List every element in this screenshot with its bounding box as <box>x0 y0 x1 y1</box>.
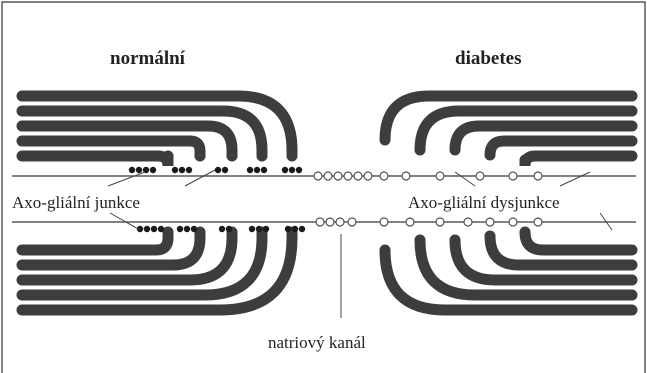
junction-dot-bottom-4-2 <box>256 226 262 232</box>
sodium-channel-bottom-3 <box>336 218 344 226</box>
junction-dot-top-1-1 <box>129 167 135 173</box>
junction-dot-bottom-2-2 <box>184 226 190 232</box>
sodium-channel-top-5 <box>354 172 362 180</box>
junction-dot-top-3-1 <box>215 167 221 173</box>
sodium-channel-bottom-7 <box>436 218 444 226</box>
myelin-lamella-right-lower-5 <box>525 232 632 250</box>
sodium-channel-bottom-10 <box>509 218 517 226</box>
junction-dot-top-2-3 <box>186 167 192 173</box>
myelin-lamella-left-lower-5 <box>22 232 168 250</box>
label-axo-glial-dysjunction: Axo-gliální dysjunkce <box>408 193 560 212</box>
heading-diabetes: diabetes <box>455 48 522 69</box>
junction-dot-top-5-1 <box>282 167 288 173</box>
junction-dot-bottom-1-3 <box>151 226 157 232</box>
sodium-channel-top-12 <box>534 172 542 180</box>
sodium-channel-top-1 <box>314 172 322 180</box>
sodium-channel-bottom-4 <box>348 218 356 226</box>
sodium-channel-top-10 <box>476 172 484 180</box>
sodium-channel-bottom-1 <box>316 218 324 226</box>
junction-dot-bottom-3-1 <box>219 226 225 232</box>
sodium-channel-top-8 <box>402 172 410 180</box>
junction-dot-bottom-3-2 <box>226 226 232 232</box>
sodium-channel-top-6 <box>364 172 372 180</box>
junction-dot-top-4-1 <box>247 167 253 173</box>
junction-dot-bottom-4-3 <box>263 226 269 232</box>
sodium-channel-bottom-6 <box>406 218 414 226</box>
pointer-left-junction-top <box>108 172 145 186</box>
junction-dot-top-5-2 <box>289 167 295 173</box>
sodium-channel-bottom-9 <box>486 218 494 226</box>
label-axo-glial-junction: Axo-gliální junkce <box>12 193 140 212</box>
sodium-channel-bottom-11 <box>534 218 542 226</box>
heading-normal: normální <box>110 48 186 69</box>
sodium-channel-bottom-2 <box>326 218 334 226</box>
sodium-channel-top-11 <box>509 172 517 180</box>
junction-dot-bottom-2-3 <box>191 226 197 232</box>
junction-dot-top-5-3 <box>296 167 302 173</box>
sodium-channel-top-3 <box>334 172 342 180</box>
junction-dot-top-4-3 <box>261 167 267 173</box>
junction-dot-bottom-5-1 <box>285 226 291 232</box>
junction-dot-bottom-1-2 <box>144 226 150 232</box>
sodium-channel-bottom-5 <box>380 218 388 226</box>
junction-dot-top-1-2 <box>136 167 142 173</box>
sodium-channel-top-4 <box>344 172 352 180</box>
junction-dot-top-4-2 <box>254 167 260 173</box>
pointer-right-junction-top <box>455 172 475 186</box>
label-sodium-channel: natriový kanál <box>268 333 366 352</box>
junction-dot-bottom-5-3 <box>299 226 305 232</box>
junction-dot-bottom-1-4 <box>158 226 164 232</box>
junction-dot-bottom-4-1 <box>249 226 255 232</box>
junction-dot-bottom-5-2 <box>292 226 298 232</box>
sodium-channel-bottom-8 <box>464 218 472 226</box>
sodium-channel-top-2 <box>324 172 332 180</box>
junction-dot-top-3-2 <box>222 167 228 173</box>
pointer-right-junction-mid <box>560 172 590 186</box>
sodium-channel-top-7 <box>380 172 388 180</box>
sodium-channel-top-9 <box>436 172 444 180</box>
junction-dot-top-1-4 <box>150 167 156 173</box>
junction-dot-top-2-1 <box>172 167 178 173</box>
myelin-lamella-left-upper-5 <box>22 156 168 166</box>
junction-dot-bottom-2-1 <box>177 226 183 232</box>
myelin-lamella-right-upper-5 <box>525 156 632 166</box>
junction-dot-top-2-2 <box>179 167 185 173</box>
